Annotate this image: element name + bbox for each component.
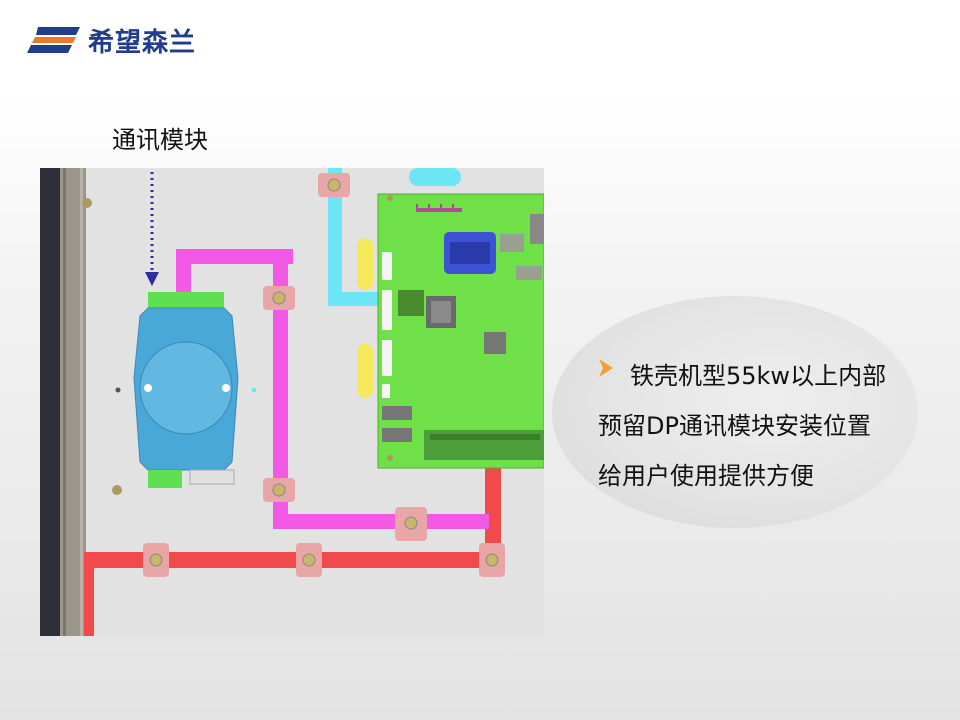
brand-mark-icon (27, 27, 80, 53)
description-line-3: 给用户使用提供方便 (598, 462, 814, 490)
brand-logo: 希望森兰 (26, 20, 196, 60)
cable-clamp-1 (318, 173, 350, 197)
description-bubble (552, 296, 918, 528)
cable-clamp-3 (263, 478, 295, 502)
cable-clamp-6 (296, 543, 322, 577)
module-label: 通讯模块 (112, 126, 208, 154)
module-terminal-bottom (148, 470, 182, 488)
description-line-2: 预留DP通讯模块安装位置 (598, 412, 871, 440)
frame-edge (40, 168, 60, 636)
cyan-cable (328, 168, 342, 306)
cable-clamp-7 (479, 543, 505, 577)
module-terminal-top (148, 292, 224, 308)
red-cable (84, 552, 504, 568)
cable-clamp-5 (143, 543, 169, 577)
brand-name: 希望森兰 (88, 27, 197, 58)
description-line-1: 铁壳机型55kw以上内部 (630, 362, 887, 390)
magenta-cable (176, 249, 293, 264)
cable-clamp-2 (263, 286, 295, 310)
arrow-bullet-icon (599, 359, 613, 377)
cable-clamp-4 (395, 507, 427, 541)
module-installation-diagram (40, 168, 544, 636)
